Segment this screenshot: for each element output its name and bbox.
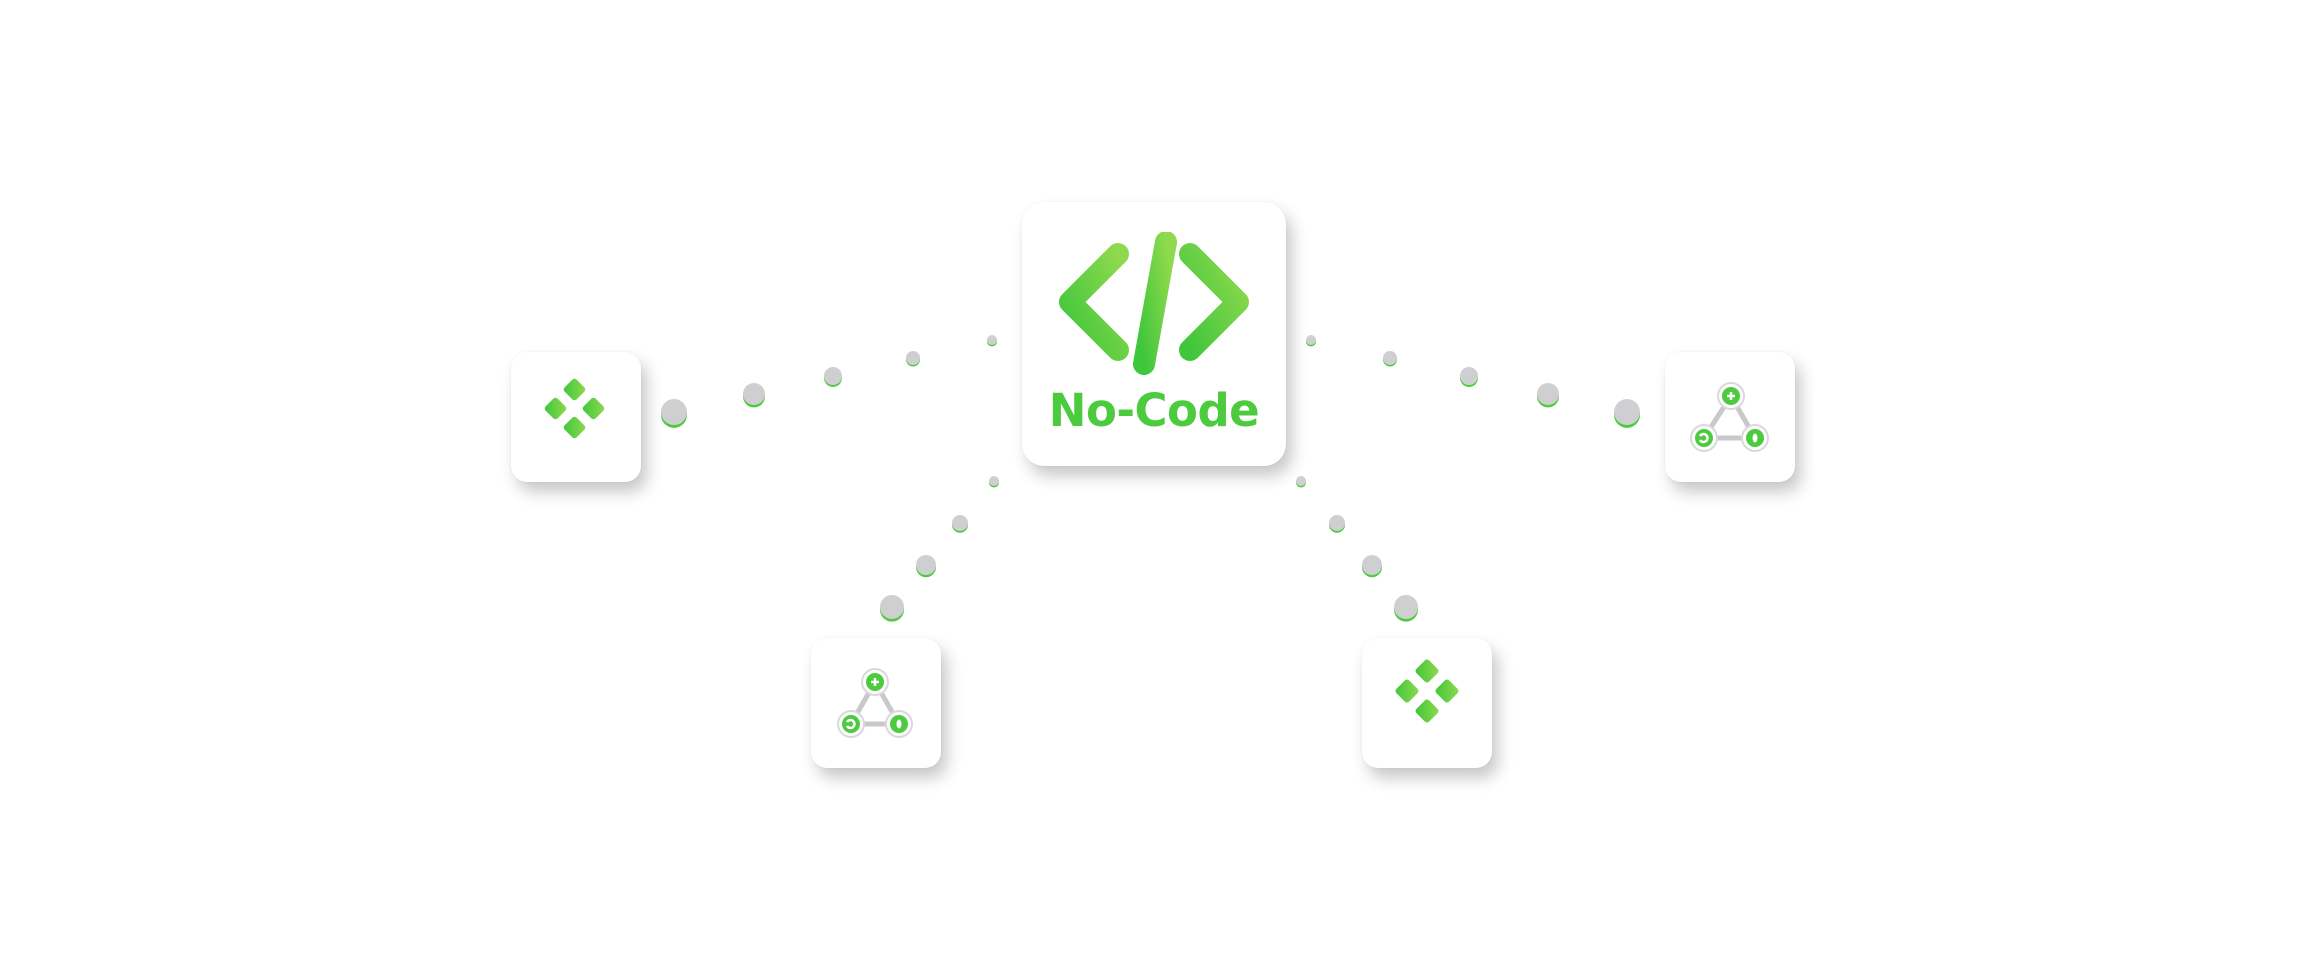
triangle-network-icon: [837, 668, 913, 738]
connector-dot-right-4: [1537, 383, 1559, 408]
connector-dot-bottom-left-4: [880, 595, 904, 622]
connector-dot-bottom-right-3: [1362, 555, 1382, 578]
hub-label: No-Code: [1048, 384, 1260, 437]
connector-dot-bottom-left-3: [916, 555, 936, 578]
node-card-left[interactable]: [511, 352, 641, 482]
diamond-grid-icon: [544, 378, 605, 439]
connector-dot-left-2: [906, 351, 920, 367]
connector-dot-right-2: [1383, 351, 1397, 367]
connector-dot-left-4: [743, 383, 765, 408]
connector-dot-bottom-right-4: [1394, 595, 1418, 622]
connector-dot-bottom-right-1: [1296, 476, 1306, 488]
connector-dot-bottom-left-2: [952, 515, 968, 533]
connector-dot-bottom-left-1: [989, 476, 999, 488]
connector-dot-bottom-right-2: [1329, 515, 1345, 533]
diamond-grid-icon: [1395, 659, 1459, 723]
node-card-bottom-left[interactable]: [811, 638, 941, 768]
node-card-bottom-right[interactable]: [1362, 638, 1492, 768]
connector-dot-left-3: [824, 367, 842, 387]
connector-dot-right-5: [1614, 399, 1640, 428]
connector-dot-left-1: [987, 335, 997, 347]
connector-dot-left-5: [661, 399, 687, 428]
connector-dot-right-1: [1306, 335, 1316, 347]
code-brackets-icon: [1059, 232, 1249, 375]
node-card-right[interactable]: [1665, 352, 1795, 482]
no-code-hub-card[interactable]: No-Code: [1022, 202, 1286, 466]
triangle-network-icon: [1690, 382, 1769, 452]
connector-dot-right-3: [1460, 367, 1478, 387]
